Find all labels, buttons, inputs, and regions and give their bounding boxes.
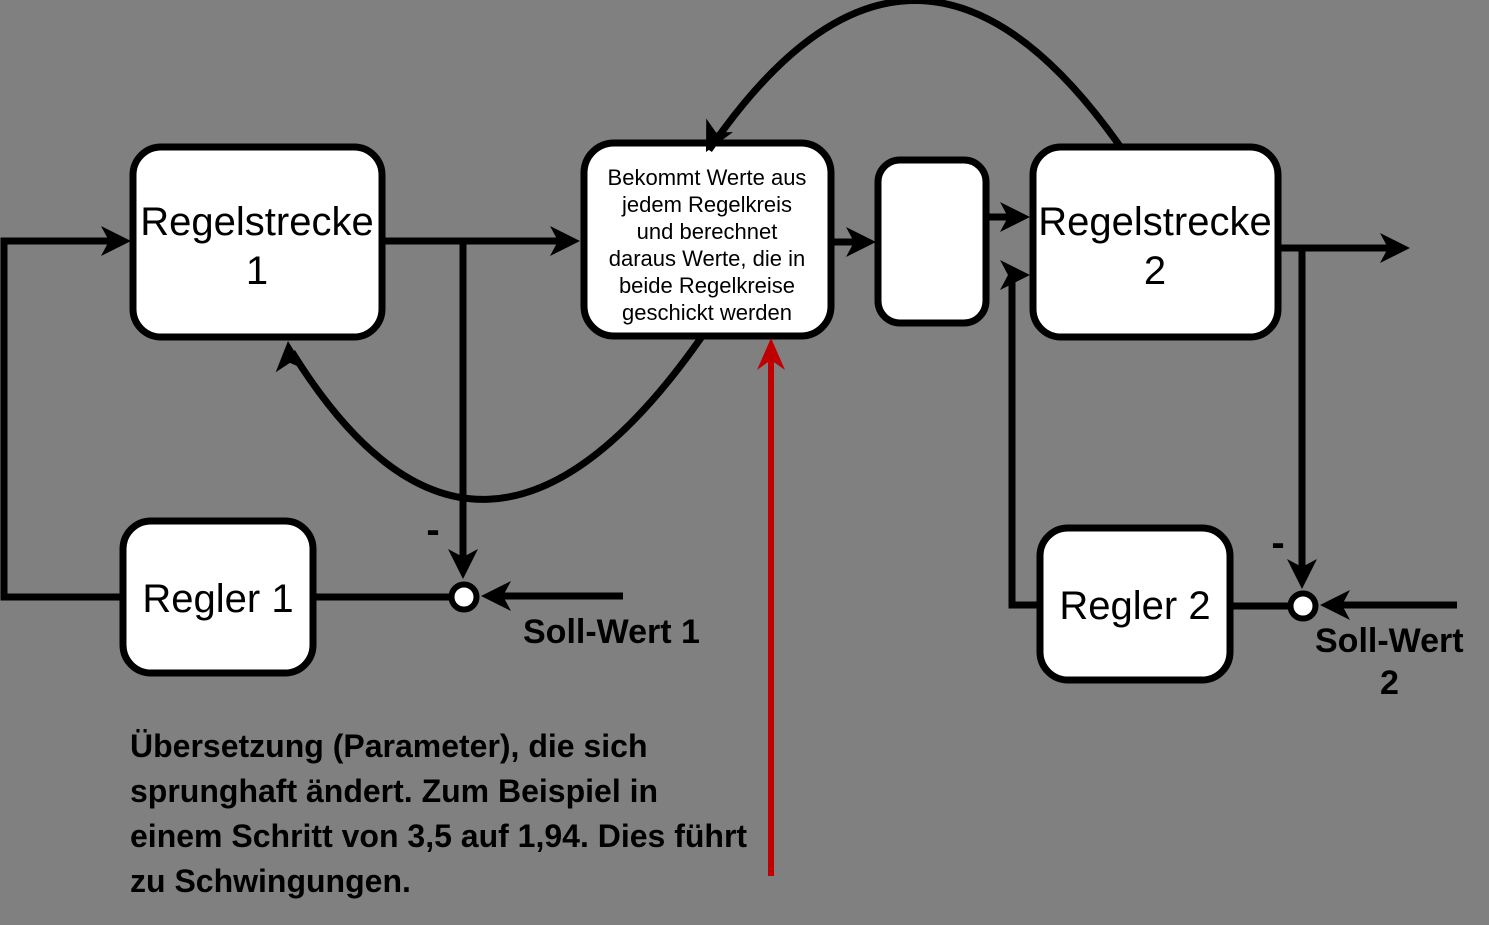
regelstrecke1-label-line2: 1 (246, 249, 268, 293)
arrowhead-arc-into-hub-icon (706, 118, 733, 152)
red-annotation-arrowhead-icon (757, 338, 785, 370)
arrowhead-into-junction2-icon (1287, 559, 1317, 589)
minus-sign-loop2: - (1271, 521, 1284, 565)
annotation-line3: einem Schritt von 3,5 auf 1,94. Dies füh… (130, 818, 747, 854)
arrowhead-into-junction1-icon (448, 549, 478, 579)
hub-text-line2: jedem Regelkreis (621, 192, 792, 217)
loop1-feedback-wire (0, 237, 123, 601)
connector-box (874, 156, 990, 327)
arrowhead-into-hub-icon (550, 226, 580, 256)
hub-text-line5: beide Regelkreise (619, 273, 795, 298)
hub-text-line6: geschickt werden (622, 300, 792, 325)
regelstrecke2-label-line2: 2 (1144, 249, 1166, 293)
sollwert2-label-line2: 2 (1380, 664, 1399, 702)
arrowhead-arc-into-regelstrecke1-icon (275, 341, 306, 373)
regelstrecke2-label-line1: Regelstrecke (1038, 200, 1271, 244)
hub-to-regelstrecke1-arc (289, 332, 706, 503)
annotation-line2: sprunghaft ändert. Zum Beispiel in (130, 773, 658, 809)
regelstrecke2-to-hub-arc (706, 0, 1127, 154)
summing-junction2 (1287, 590, 1319, 622)
summing-junction1 (448, 581, 480, 613)
regler1-box (119, 517, 317, 677)
sollwert2-label-line1: Soll-Wert (1315, 622, 1464, 660)
annotation-line1: Übersetzung (Parameter), die sich (130, 728, 647, 764)
regelstrecke1-box (129, 143, 386, 341)
hub-text-line1: Bekommt Werte aus (608, 165, 807, 190)
arrowhead-into-regelstrecke2-upper-icon (1000, 202, 1030, 232)
arrowhead-into-regelstrecke2-lower-icon (1000, 260, 1030, 290)
annotation-line4: zu Schwingungen. (130, 863, 411, 899)
arrowhead-into-regelstrecke1-icon (101, 226, 131, 256)
arrowhead-into-connector-icon (846, 227, 876, 257)
arrowhead-sollwert2-icon (1320, 590, 1350, 620)
regler2-label: Regler 2 (1059, 584, 1210, 628)
regelstrecke2-box (1029, 143, 1282, 341)
regler2-box (1036, 524, 1234, 684)
arrowhead-sollwert1-icon (481, 581, 511, 611)
arrowhead-system-output-icon (1380, 233, 1410, 263)
minus-sign-loop1: - (426, 508, 439, 552)
regelstrecke1-label-line1: Regelstrecke (140, 200, 373, 244)
regler1-label: Regler 1 (142, 577, 293, 621)
hub-text-line3: und berechnet (637, 219, 778, 244)
sollwert1-label: Soll-Wert 1 (523, 613, 700, 651)
hub-text-line4: daraus Werte, die in (609, 246, 805, 271)
